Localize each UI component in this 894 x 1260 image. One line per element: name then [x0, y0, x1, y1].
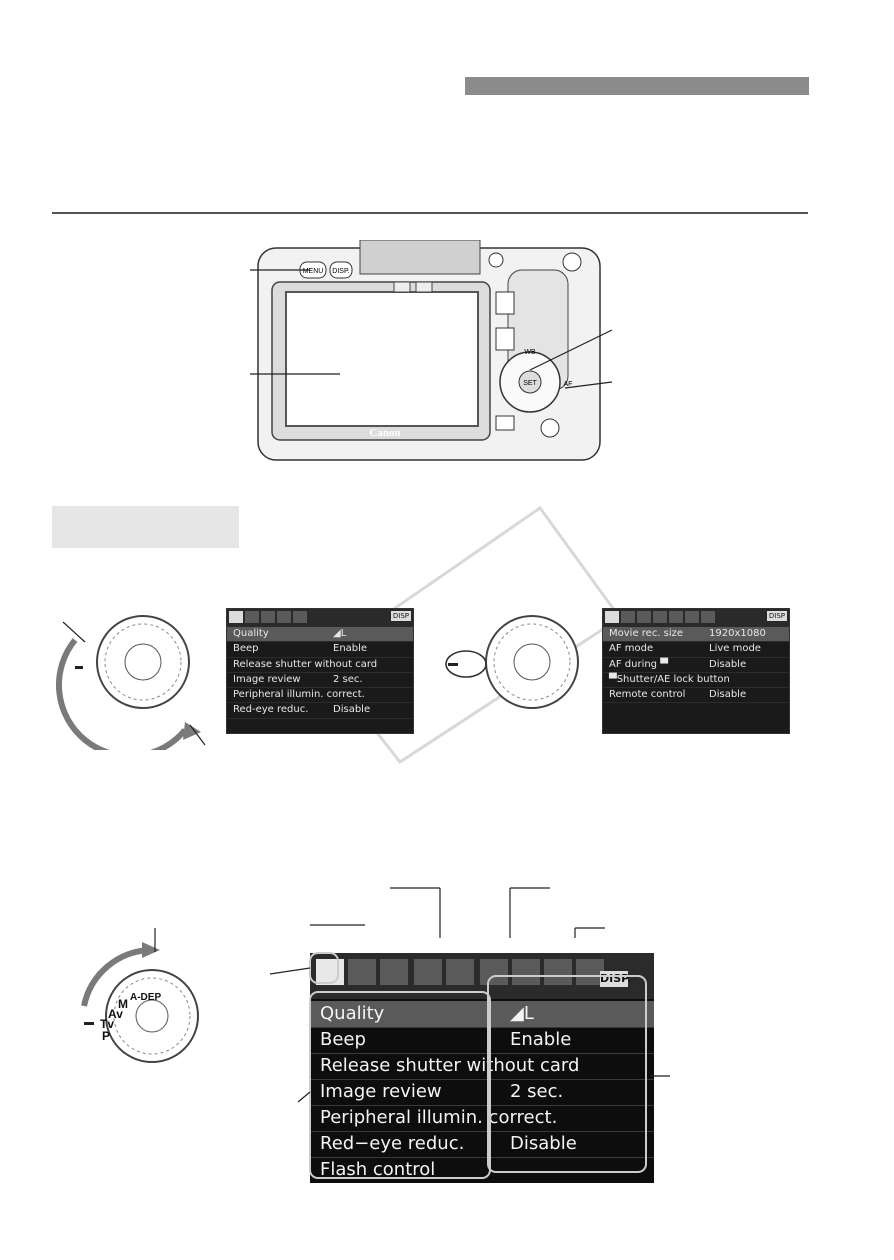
svg-text:P: P [102, 1029, 110, 1043]
svg-text:WB: WB [524, 349, 536, 356]
svg-text:SET: SET [523, 380, 537, 387]
svg-text:Av: Av [108, 1007, 123, 1021]
mode-dial-creative: A-DEP M Av Tv P [81, 928, 199, 1063]
menu-row[interactable]: AF during ▀Disable [603, 658, 789, 673]
menu-row[interactable]: Quality◢L [227, 627, 413, 643]
mode-dial-movie [445, 615, 579, 709]
svg-text:A-DEP: A-DEP [130, 992, 161, 1003]
subsection-label-box [52, 506, 239, 548]
svg-text:DISP.: DISP. [332, 268, 349, 275]
mode-dial-basic [55, 615, 206, 750]
tab-playback-1[interactable] [414, 959, 442, 985]
tab-shooting-3[interactable] [380, 959, 408, 985]
menu-row[interactable]: Peripheral illumin. correct. [310, 1105, 654, 1132]
menu-row[interactable]: Red-eye reduc.Disable [227, 703, 413, 719]
tab-setup-3[interactable] [544, 959, 572, 985]
menu-row[interactable]: Flash control [320, 1159, 436, 1180]
menu-row[interactable]: Peripheral illumin. correct. [227, 688, 413, 704]
svg-text:MENU: MENU [303, 268, 324, 275]
menu-row[interactable]: Red−eye reduc.Disable [310, 1131, 654, 1158]
camera-callout-lines [250, 269, 613, 389]
tab-shooting-2[interactable] [348, 959, 376, 985]
svg-text:M: M [118, 997, 128, 1011]
tab-setup-2[interactable] [512, 959, 540, 985]
menu-callout-lines [270, 887, 670, 1179]
svg-text:Tv: Tv [100, 1017, 114, 1031]
svg-text:AF: AF [564, 381, 573, 388]
menu-row[interactable]: Release shutter without card [310, 1053, 654, 1080]
canon-logo: Canon [369, 427, 400, 439]
horizontal-rule [52, 212, 808, 214]
menu-row[interactable]: ▀Shutter/AE lock button [603, 673, 789, 689]
tab-playback-2[interactable] [446, 959, 474, 985]
tab-my-menu[interactable] [576, 959, 604, 985]
section-header-bar [465, 77, 809, 95]
menu-row[interactable]: Quality◢L [310, 1001, 654, 1028]
menu-row[interactable]: Release shutter without card [227, 658, 413, 673]
camera-back-illustration: Canon MENU DISP. SET WB AF [257, 240, 601, 461]
tab-setup-1[interactable] [480, 959, 508, 985]
tab-shooting-1[interactable] [316, 959, 344, 985]
